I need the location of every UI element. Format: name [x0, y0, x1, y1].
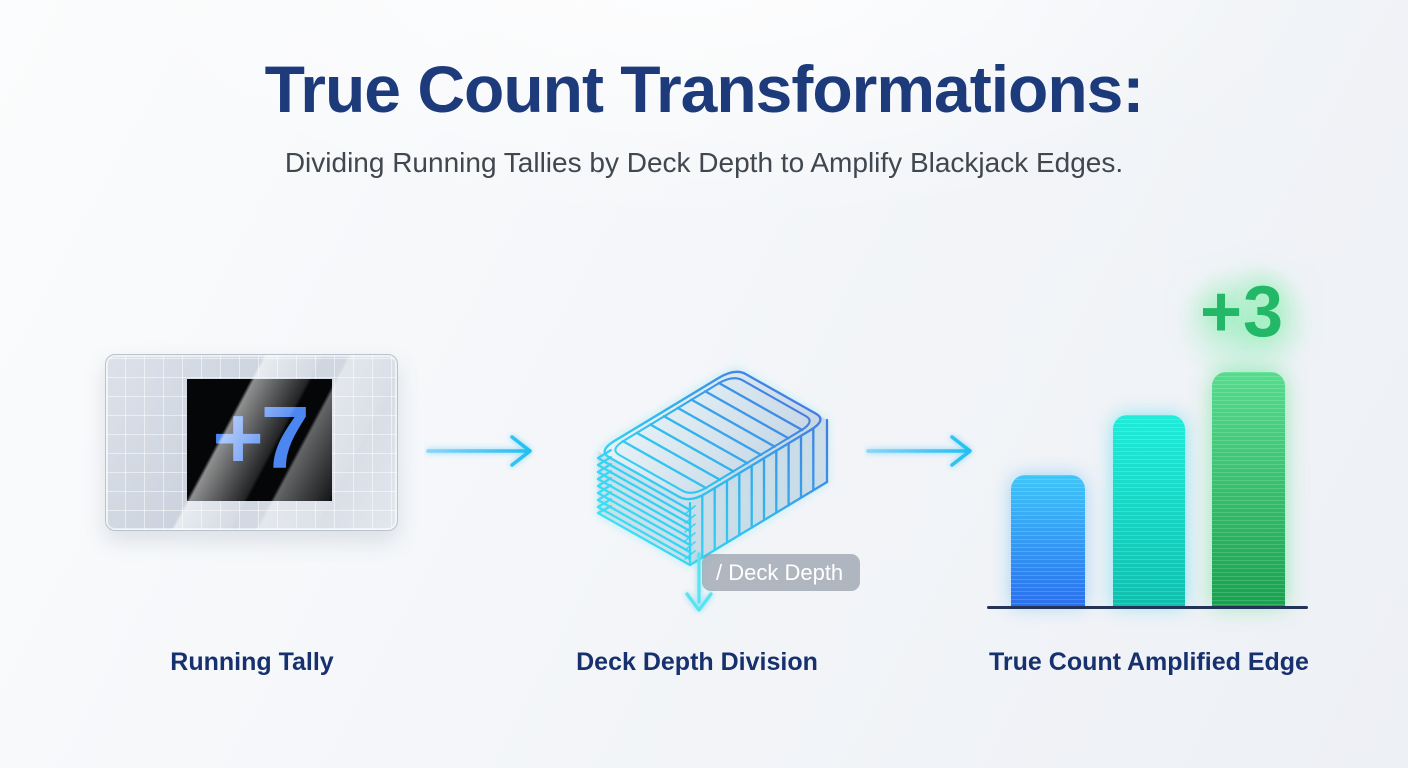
page-title: True Count Transformations: [264, 52, 1145, 126]
step-label-true-count-amplified-edge: True Count Amplified Edge [989, 648, 1309, 676]
running-tally-card: +7 [105, 354, 398, 531]
deck-depth-badge: / Deck Depth [702, 554, 861, 591]
bar-low [1011, 475, 1085, 606]
true-count-annotation: +3 [1199, 272, 1285, 352]
step-label-running-tally: Running Tally [170, 648, 334, 676]
card-deck-icon [596, 368, 829, 567]
step-label-deck-depth-division: Deck Depth Division [576, 648, 818, 676]
arrow-right-icon [426, 435, 532, 467]
running-tally-value: +7 [212, 388, 309, 487]
chart-baseline [987, 606, 1308, 609]
bar-chart-icon [987, 280, 1308, 609]
bar-high [1212, 372, 1285, 606]
arrow-right-icon [866, 435, 972, 467]
counter-display-icon: +7 [187, 379, 332, 501]
arrow-down-icon [685, 552, 713, 612]
page-subtitle: Dividing Running Tallies by Deck Depth t… [284, 147, 1124, 178]
bar-mid [1113, 415, 1185, 606]
